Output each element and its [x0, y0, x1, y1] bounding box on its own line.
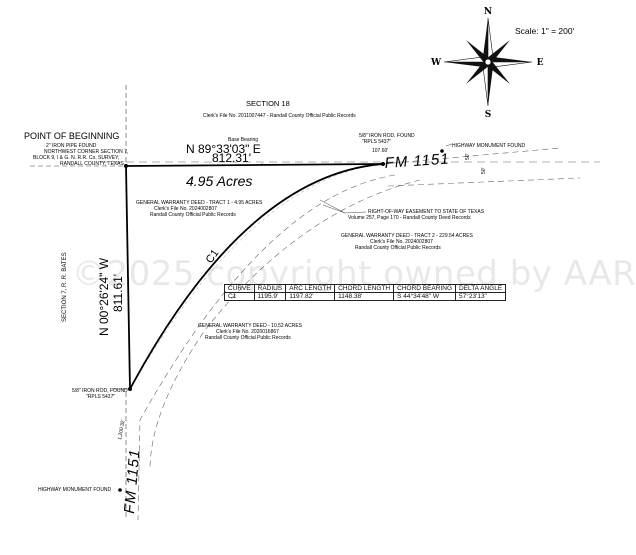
iron-rod-ne-2: "RPLS 5437": [362, 139, 391, 145]
west-bearing: N 00°26'24" W: [97, 257, 111, 336]
iron-rod-sw-marker: [128, 387, 132, 391]
iron-rod-ne-1: 5/8" IRON ROD, FOUND: [359, 133, 415, 139]
compass-s: S: [485, 110, 492, 120]
pob-note-2: NORTHWEST CORNER SECTION 7,: [44, 149, 128, 155]
dim-ne: 107.60': [372, 148, 388, 154]
monument-sw-marker: [118, 488, 122, 492]
deed-tract2-2: Clerk's File No. 2024002807: [370, 239, 433, 245]
row-easement-2: Volume 257, Page 170 - Randall County De…: [348, 215, 471, 221]
pob-note-3: BLOCK 9, I & G. N. R.R. Co. SURVEY,: [33, 155, 119, 161]
fm-1151-east: FM 1151: [384, 150, 450, 171]
compass-e: E: [537, 58, 544, 68]
curve-table-header-cell: RADIUS: [253, 284, 287, 293]
scale-label: Scale: 1" = 200': [515, 26, 575, 36]
monument-ne-marker: [440, 149, 444, 153]
deed-tract1-3: Randall County Official Public Records: [150, 212, 236, 218]
compass-rose-icon: N S W E: [430, 7, 544, 120]
fm-1151-south: FM 1151: [121, 448, 144, 514]
north-bearing: N 89°33'03" E: [186, 142, 261, 156]
deed-tract1-2: Clerk's File No. 2024002807: [154, 206, 217, 212]
deed-1052-1: GENERAL WARRANTY DEED - 10.52 ACRES: [198, 323, 303, 329]
north-distance: 812.31': [212, 151, 251, 165]
pob-note-1: 2" IRON PIPE FOUND: [46, 143, 97, 149]
clerk-file-top: Clerk's File No. 2011007447 - Randall Co…: [203, 113, 356, 119]
compass-n: N: [484, 7, 492, 17]
curve-table: CURVE RADIUS ARC LENGTH CHORD LENGTH CHO…: [224, 284, 507, 301]
curve-table-header-cell: CHORD BEARING: [393, 284, 457, 293]
curve-table-header-cell: ARC LENGTH: [285, 284, 336, 293]
highway-monument-sw: HIGHWAY MONUMENT FOUND: [38, 487, 112, 493]
deed-tract2-3: Randall County Official Public Records: [355, 245, 441, 251]
west-distance: 811.61': [111, 274, 125, 312]
iron-rod-sw-1: 5/8" IRON ROD, FOUND: [72, 388, 128, 394]
acres-label: 4.95 Acres: [186, 173, 252, 189]
section-7-label: SECTION 7, R. R. BATES: [62, 252, 68, 322]
deed-1052-3: Randall County Official Public Records: [205, 335, 291, 341]
pob-note-4: RANDALL COUNTY, TEXAS: [60, 161, 124, 167]
dim-sw: 1,200.32': [117, 419, 126, 440]
curve-table-header-cell: DELTA ANGLE: [455, 284, 507, 293]
pob-label: POINT OF BEGINNING: [24, 131, 119, 141]
dim-east-1: 50': [465, 153, 471, 160]
section-18-label: SECTION 18: [246, 99, 290, 108]
pob-marker: [124, 164, 128, 168]
curve-table-cell: 1195.9': [253, 292, 287, 301]
iron-rod-ne-marker: [381, 162, 385, 166]
compass-w: W: [430, 58, 442, 68]
curve-table-row: C1 1195.9' 1197.82' 1148.38' S 44°34'48"…: [224, 292, 507, 301]
deed-tract2-1: GENERAL WARRANTY DEED - TRACT 2 - 229.54…: [341, 233, 474, 239]
survey-plat: N S W E Scale: 1" = 200' SECTION 18 Cler…: [24, 7, 600, 521]
curve-table-header-cell: CURVE: [224, 284, 255, 293]
deed-tract1-1: GENERAL WARRANTY DEED - TRACT 1 - 4.95 A…: [136, 200, 263, 206]
dim-east-2: 50': [481, 167, 487, 174]
deed-1052-2: Clerk's File No. 2020016867: [216, 329, 279, 335]
curve-table-cell: 1197.82': [285, 292, 336, 301]
highway-monument-ne: HIGHWAY MONUMENT FOUND: [452, 143, 526, 149]
base-bearing-label: Base Bearing: [228, 137, 258, 143]
curve-table-cell: 57°23'13": [455, 292, 507, 301]
curve-table-header: CURVE RADIUS ARC LENGTH CHORD LENGTH CHO…: [224, 284, 507, 293]
curve-table-header-cell: CHORD LENGTH: [334, 284, 395, 293]
curve-table-cell: C1: [224, 292, 255, 301]
curve-table-cell: S 44°34'48" W: [393, 292, 457, 301]
row-easement-1: RIGHT-OF-WAY EASEMENT TO STATE OF TEXAS: [368, 209, 485, 215]
curve-table-cell: 1148.38': [334, 292, 395, 301]
iron-rod-sw-2: "RPLS 5437": [86, 394, 115, 400]
